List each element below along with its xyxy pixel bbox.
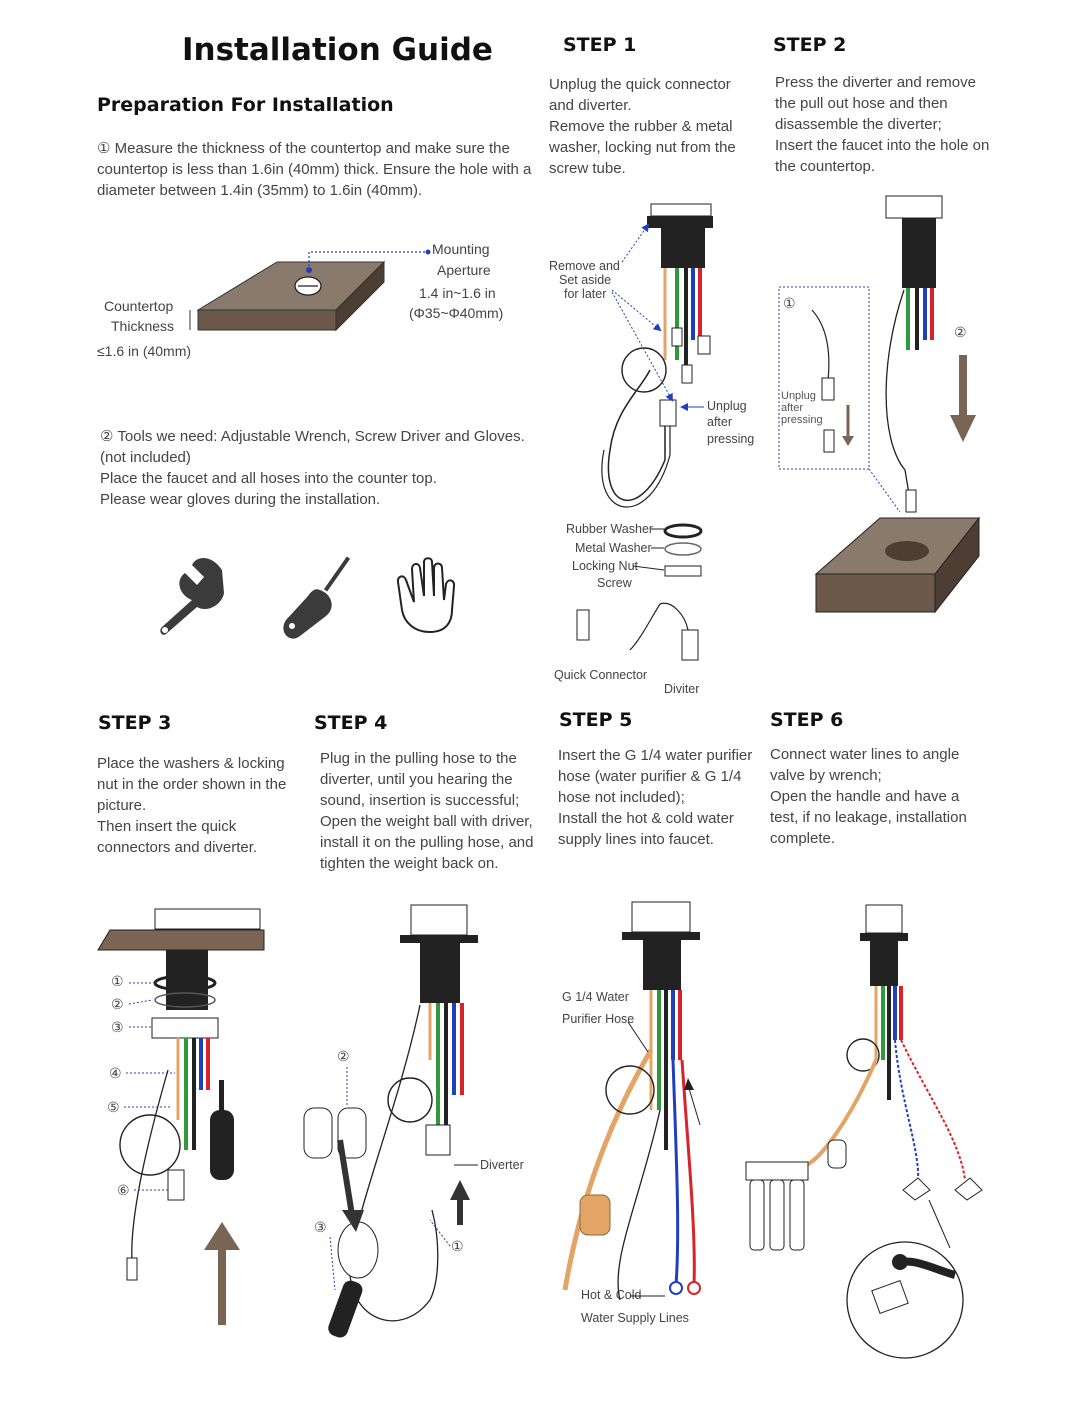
step1-remove-label-3: for later	[564, 287, 606, 302]
quick-connector-label: Quick Connector	[554, 668, 647, 683]
step5-text: Insert the G 1/4 water purifier hose (wa…	[558, 745, 764, 850]
filter-out-label: out	[790, 1168, 806, 1179]
step4-marker-1: ①	[451, 1237, 464, 1256]
step4-marker-3: ③	[314, 1218, 327, 1237]
step4-diverter-label: Diverter	[480, 1158, 524, 1173]
step3-marker-6: ⑥	[117, 1181, 130, 1200]
step3-marker-1: ①	[111, 972, 124, 991]
thickness-value: ≤1.6 in (40mm)	[97, 342, 191, 361]
step4-marker-2: ②	[337, 1047, 350, 1066]
step1-remove-label-1: Remove and	[549, 259, 620, 274]
mounting-label-1: Mounting	[432, 240, 490, 259]
supply-lines-label-1: Hot & Cold	[581, 1288, 641, 1303]
aperture-size-1: 1.4 in~1.6 in	[419, 284, 496, 303]
metal-washer-label: Metal Washer	[575, 541, 652, 556]
step2-marker-2: ②	[954, 323, 967, 342]
countertop-diagram	[190, 250, 431, 331]
step1-text: Unplug the quick connector and diverter.…	[549, 74, 749, 179]
step5-heading: STEP 5	[559, 709, 632, 731]
step3-text: Place the washers & locking nut in the o…	[97, 753, 305, 858]
step3-marker-4: ④	[109, 1064, 122, 1083]
screw-label: Screw	[597, 576, 632, 591]
step3-marker-2: ②	[111, 995, 124, 1014]
step3-heading: STEP 3	[98, 712, 171, 734]
diverter-label: Diviter	[664, 682, 699, 697]
step3-marker-3: ③	[111, 1018, 124, 1037]
step1-unplug-label-1: Unplug	[707, 399, 747, 414]
step2-heading: STEP 2	[773, 34, 846, 56]
thickness-label-2: Thickness	[111, 317, 174, 336]
step6-faucet	[746, 905, 982, 1358]
preparation-heading: Preparation For Installation	[97, 94, 394, 116]
step2-text: Press the diverter and remove the pull o…	[775, 72, 991, 177]
step3-marker-5: ⑤	[107, 1098, 120, 1117]
page-title: Installation Guide	[182, 32, 493, 68]
gloves-icon	[398, 558, 454, 632]
step5-faucet	[565, 902, 700, 1300]
rubber-washer-label: Rubber Washer	[566, 522, 653, 537]
mounting-label-2: Aperture	[437, 261, 491, 280]
step1-remove-label-2: Set aside	[559, 273, 611, 288]
wrench-icon	[160, 558, 224, 635]
step4-faucet	[304, 905, 478, 1340]
filter-in-label: in	[752, 1168, 761, 1179]
preparation-point-2: ② Tools we need: Adjustable Wrench, Scre…	[100, 426, 540, 510]
step6-text: Connect water lines to angle valve by wr…	[770, 744, 982, 849]
thickness-label-1: Countertop	[104, 297, 173, 316]
step2-unplug-2: after	[781, 402, 803, 414]
screwdriver-icon	[283, 556, 350, 638]
step2-marker-1: ①	[783, 294, 796, 313]
step4-heading: STEP 4	[314, 712, 387, 734]
step6-heading: STEP 6	[770, 709, 843, 731]
purifier-hose-label-1: G 1/4 Water	[562, 990, 629, 1005]
purifier-hose-label-2: Purifier Hose	[562, 1012, 634, 1027]
aperture-size-2: (Φ35~Φ40mm)	[409, 304, 503, 323]
locking-nut-label: Locking Nut	[572, 559, 638, 574]
supply-lines-label-2: Water Supply Lines	[581, 1311, 689, 1326]
step1-unplug-label-2: after	[707, 415, 732, 430]
step1-unplug-label-3: pressing	[707, 432, 754, 447]
step4-text: Plug in the pulling hose to the diverter…	[320, 748, 540, 874]
step2-unplug-1: Unplug	[781, 390, 816, 402]
preparation-point-1: ① Measure the thickness of the counterto…	[97, 138, 533, 201]
step1-heading: STEP 1	[563, 34, 636, 56]
step2-faucet	[779, 196, 979, 612]
step2-unplug-3: pressing	[781, 414, 823, 426]
